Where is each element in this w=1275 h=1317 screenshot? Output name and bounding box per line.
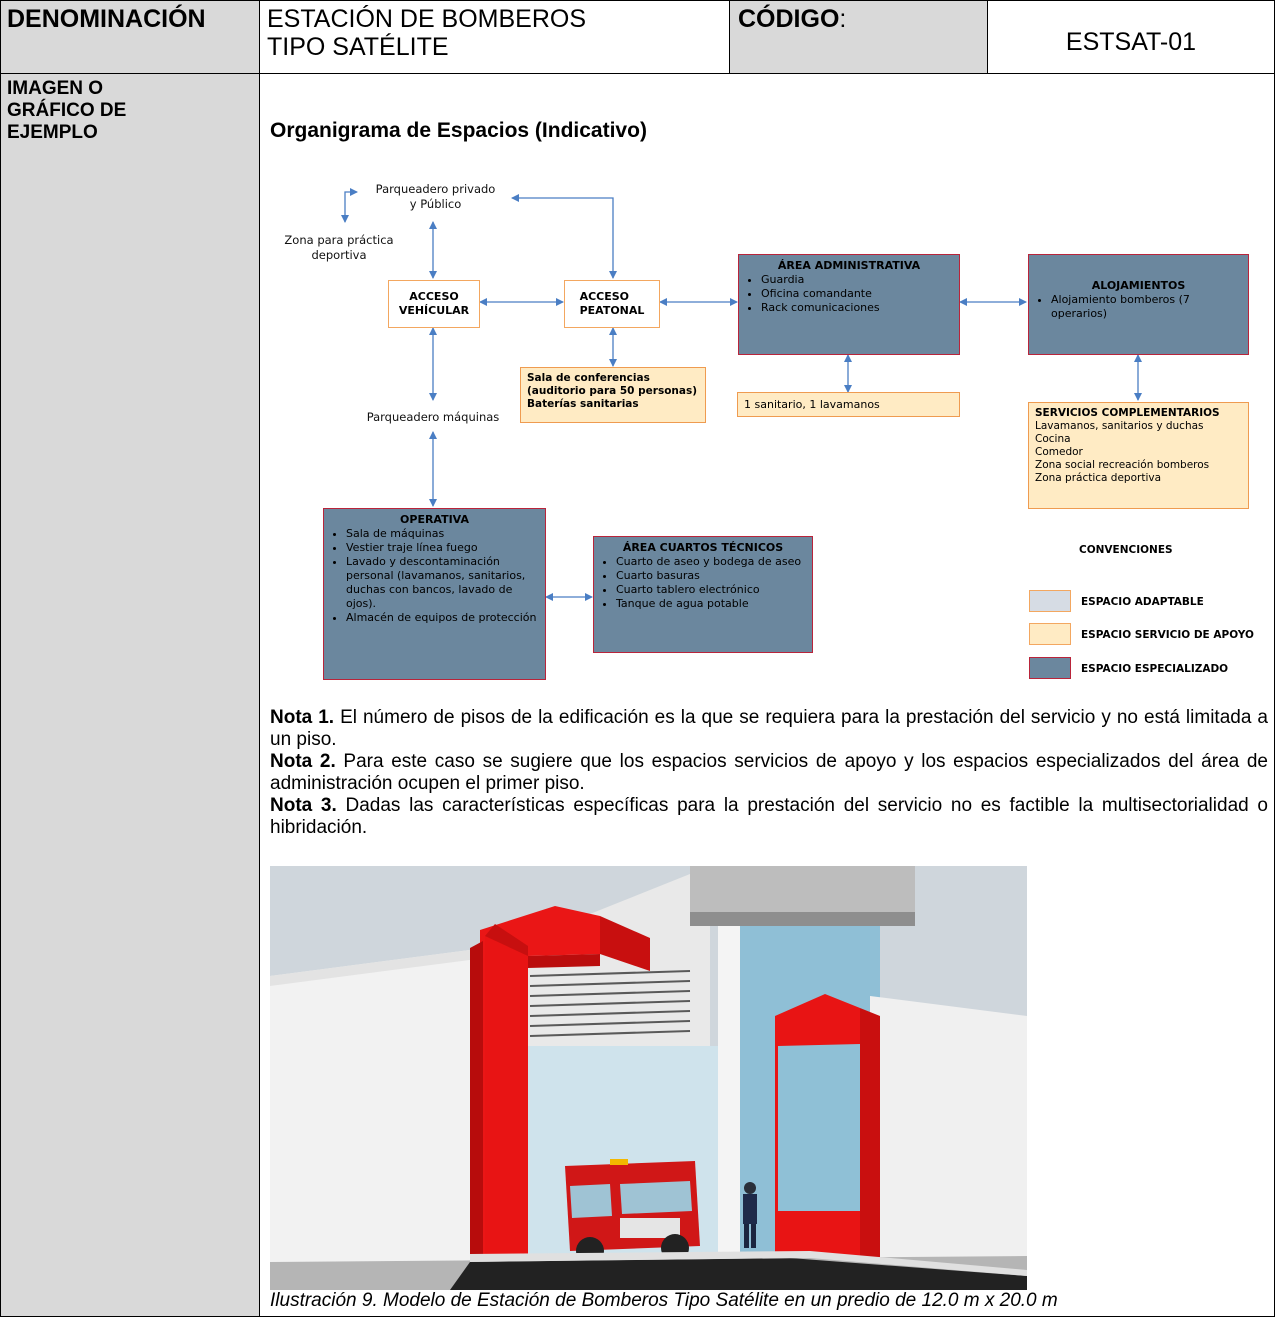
codigo-label: CÓDIGO bbox=[738, 5, 840, 33]
parking-public-line2: y Público bbox=[409, 197, 462, 211]
operativa-title: OPERATIVA bbox=[400, 513, 469, 526]
acceso-vehicular-line2: VEHÍCULAR bbox=[398, 304, 470, 317]
sala-conferencias-box: Sala de conferencias (auditorio para 50 … bbox=[520, 367, 706, 423]
tecnicos-items: Cuarto de aseo y bodega de aseo Cuarto b… bbox=[602, 555, 804, 611]
tecnicos-title: ÁREA CUARTOS TÉCNICOS bbox=[622, 541, 784, 554]
denominacion-label-cell: DENOMINACIÓN bbox=[0, 0, 260, 74]
admin-items: Guardia Oficina comandante Rack comunica… bbox=[747, 273, 951, 315]
servicios-complementarios-box: SERVICIOS COMPLEMENTARIOS Lavamanos, san… bbox=[1028, 402, 1249, 509]
servicios-item: Lavamanos, sanitarios y duchas bbox=[1035, 420, 1204, 432]
illustration-caption: Ilustración 9. Modelo de Estación de Bom… bbox=[270, 1290, 1058, 1311]
operativa-box: OPERATIVA Sala de máquinas Vestier traje… bbox=[323, 508, 546, 680]
admin-item: Oficina comandante bbox=[761, 287, 951, 301]
tecnicos-item: Cuarto de aseo y bodega de aseo bbox=[616, 555, 804, 569]
side-label-line2: GRÁFICO DE bbox=[7, 100, 127, 121]
fire-station-render bbox=[270, 866, 1027, 1290]
tecnicos-item: Tanque de agua potable bbox=[616, 597, 804, 611]
acceso-peatonal-line2: PEATONAL bbox=[579, 304, 645, 317]
acceso-vehicular-box: ACCESO VEHÍCULAR bbox=[388, 280, 480, 328]
admin-item: Guardia bbox=[761, 273, 951, 287]
sala-line3: Baterías sanitarias bbox=[527, 398, 639, 410]
note-2-label: Nota 2. bbox=[270, 751, 336, 772]
sanitario-box: 1 sanitario, 1 lavamanos bbox=[737, 392, 960, 417]
legend-label-apoyo: ESPACIO SERVICIO DE APOYO bbox=[1081, 629, 1254, 641]
note-3-text: Dadas las características específicas pa… bbox=[270, 795, 1268, 838]
codigo-colon: : bbox=[839, 5, 847, 33]
note-1: Nota 1. El número de pisos de la edifica… bbox=[270, 707, 1268, 751]
firefighter-figure bbox=[743, 1182, 757, 1248]
legend-swatch-apoyo bbox=[1029, 623, 1071, 645]
organigrama-diagram: Parqueadero privado y Público Zona para … bbox=[270, 170, 1272, 690]
servicios-item: Zona práctica deportiva bbox=[1035, 472, 1162, 484]
note-2-text: Para este caso se sugiere que los espaci… bbox=[270, 751, 1268, 794]
denominacion-label: DENOMINACIÓN bbox=[7, 5, 206, 33]
denominacion-value-line2: TIPO SATÉLITE bbox=[267, 33, 449, 61]
codigo-label-cell: CÓDIGO: bbox=[729, 0, 988, 74]
operativa-item: Lavado y descontaminación personal (lava… bbox=[346, 555, 537, 611]
convenciones-title: CONVENCIONES bbox=[1079, 544, 1173, 556]
operativa-item: Almacén de equipos de protección bbox=[346, 611, 537, 625]
fire-truck-graphic bbox=[565, 1159, 700, 1265]
acceso-peatonal-line1: ACCESO bbox=[579, 290, 630, 303]
legend-swatch-adaptable bbox=[1029, 590, 1071, 612]
legend-label-especializado: ESPACIO ESPECIALIZADO bbox=[1081, 663, 1229, 675]
parking-public-line1: Parqueadero privado bbox=[375, 182, 496, 196]
codigo-value: ESTSAT-01 bbox=[1065, 27, 1197, 56]
side-label-line1: IMAGEN O bbox=[7, 78, 104, 99]
sports-zone-line2: deportiva bbox=[311, 248, 367, 262]
notes-block: Nota 1. El número de pisos de la edifica… bbox=[270, 707, 1268, 839]
servicios-item: Comedor bbox=[1035, 446, 1083, 458]
servicios-item: Zona social recreación bomberos bbox=[1035, 459, 1210, 471]
legend-label-adaptable: ESPACIO ADAPTABLE bbox=[1081, 596, 1204, 608]
area-cuartos-tecnicos-box: ÁREA CUARTOS TÉCNICOS Cuarto de aseo y b… bbox=[593, 536, 813, 653]
acceso-peatonal-box: ACCESO PEATONAL bbox=[564, 280, 660, 328]
sports-zone-label: Zona para práctica deportiva bbox=[280, 233, 398, 263]
fire-station-illustration bbox=[270, 866, 1027, 1290]
admin-title: ÁREA ADMINISTRATIVA bbox=[777, 259, 921, 272]
servicios-title: SERVICIOS COMPLEMENTARIOS bbox=[1035, 407, 1220, 419]
legend-swatch-especializado bbox=[1029, 657, 1071, 679]
note-3-label: Nota 3. bbox=[270, 795, 337, 816]
note-1-text: El número de pisos de la edificación es … bbox=[270, 707, 1268, 750]
codigo-value-cell: ESTSAT-01 bbox=[987, 0, 1275, 74]
admin-item: Rack comunicaciones bbox=[761, 301, 951, 315]
acceso-vehicular-line1: ACCESO bbox=[409, 290, 459, 303]
denominacion-value-cell: ESTACIÓN DE BOMBEROS TIPO SATÉLITE bbox=[259, 0, 730, 74]
operativa-item: Sala de máquinas bbox=[346, 527, 537, 541]
sala-line2: (auditorio para 50 personas) bbox=[527, 385, 698, 397]
alojamientos-title: ALOJAMIENTOS bbox=[1091, 279, 1186, 292]
parking-machines-label: Parqueadero máquinas bbox=[366, 410, 500, 424]
tecnicos-item: Cuarto basuras bbox=[616, 569, 804, 583]
organigrama-title: Organigrama de Espacios (Indicativo) bbox=[270, 119, 647, 142]
diagram-arrows bbox=[341, 188, 1142, 601]
tecnicos-item: Cuarto tablero electrónico bbox=[616, 583, 804, 597]
alojamientos-items: Alojamiento bomberos (7 operarios) bbox=[1037, 293, 1240, 321]
operativa-item: Vestier traje línea fuego bbox=[346, 541, 537, 555]
area-administrativa-box: ÁREA ADMINISTRATIVA Guardia Oficina coma… bbox=[738, 254, 960, 355]
note-3: Nota 3. Dadas las características especí… bbox=[270, 795, 1268, 839]
alojamientos-item: Alojamiento bomberos (7 operarios) bbox=[1051, 293, 1240, 321]
operativa-items: Sala de máquinas Vestier traje línea fue… bbox=[332, 527, 537, 625]
note-1-label: Nota 1. bbox=[270, 707, 335, 728]
sports-zone-line1: Zona para práctica bbox=[284, 233, 394, 247]
sala-line1: Sala de conferencias bbox=[527, 372, 650, 384]
alojamientos-box: ALOJAMIENTOS Alojamiento bomberos (7 ope… bbox=[1028, 254, 1249, 355]
note-2: Nota 2. Para este caso se sugiere que lo… bbox=[270, 751, 1268, 795]
side-label-cell: IMAGEN O GRÁFICO DE EJEMPLO bbox=[0, 73, 260, 1317]
side-label-line3: EJEMPLO bbox=[7, 122, 98, 143]
parking-public-label: Parqueadero privado y Público bbox=[358, 182, 513, 212]
servicios-item: Cocina bbox=[1035, 433, 1071, 445]
denominacion-value-line1: ESTACIÓN DE BOMBEROS bbox=[267, 5, 587, 33]
